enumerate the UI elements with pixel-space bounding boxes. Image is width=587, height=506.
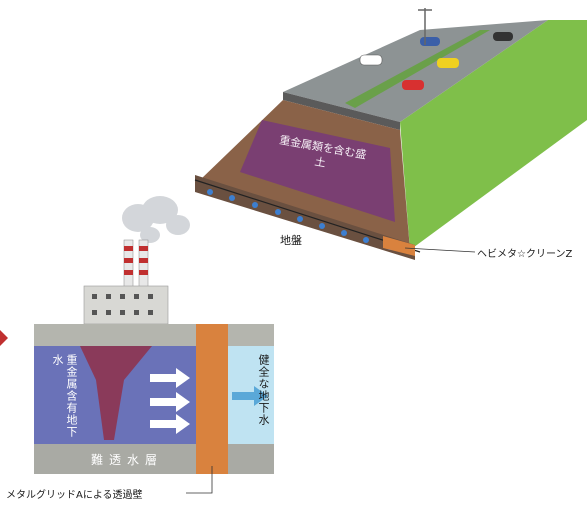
water-drop-icon <box>275 209 281 215</box>
road-median <box>345 30 490 108</box>
car-icon <box>420 37 440 46</box>
label-contaminated-groundwater: 重金属含有地下水 <box>51 354 78 438</box>
flow-arrow-icon <box>150 392 190 412</box>
grass-slope <box>400 20 587 250</box>
product-leader-line <box>404 247 476 253</box>
product-layer <box>383 236 415 256</box>
label-impermeable-layer: 難透水層 <box>90 453 163 467</box>
label-ground: 地盤 <box>280 234 302 247</box>
flow-arrows <box>150 368 190 434</box>
groundwater-cross-section <box>34 196 274 494</box>
embankment-illustration <box>194 8 587 260</box>
car-icon <box>402 80 424 90</box>
purple-contaminated-soil <box>240 120 395 222</box>
contamination-plume <box>80 346 152 440</box>
water-drop-icon <box>252 202 258 208</box>
factory-chimneys <box>123 239 149 289</box>
water-drop-icon <box>297 216 303 222</box>
water-drop-icon <box>319 223 325 229</box>
label-healthy-groundwater: 健全な地下水 <box>257 354 270 426</box>
ground-strip <box>195 175 415 260</box>
streetlight-icon <box>418 8 432 45</box>
water-drop-icon <box>363 237 369 243</box>
impermeable-layer <box>34 444 274 474</box>
edge-mark <box>0 330 8 346</box>
water-drop-icon <box>229 195 235 201</box>
smoke-icon <box>122 196 190 243</box>
road-shoulder <box>283 92 400 130</box>
factory-icon <box>83 285 169 325</box>
label-product-name: ヘビメタ☆クリーンZ <box>477 249 573 260</box>
ground-line <box>194 179 421 253</box>
barrier-leader-line <box>186 466 213 494</box>
car-icon <box>359 54 383 66</box>
cars <box>359 32 513 90</box>
car-icon <box>493 32 513 41</box>
water-drop-icon <box>207 189 213 195</box>
car-icon <box>437 58 459 68</box>
water-drop-icon <box>341 230 347 236</box>
surface-soil-layer <box>34 324 274 346</box>
flow-arrow-icon <box>150 368 190 388</box>
permeable-barrier-wall <box>196 324 228 474</box>
flow-arrow-icon <box>150 414 190 434</box>
label-barrier-wall: メタルグリッドAによる透過壁 <box>6 490 143 501</box>
flow-arrow-icon <box>232 386 268 406</box>
